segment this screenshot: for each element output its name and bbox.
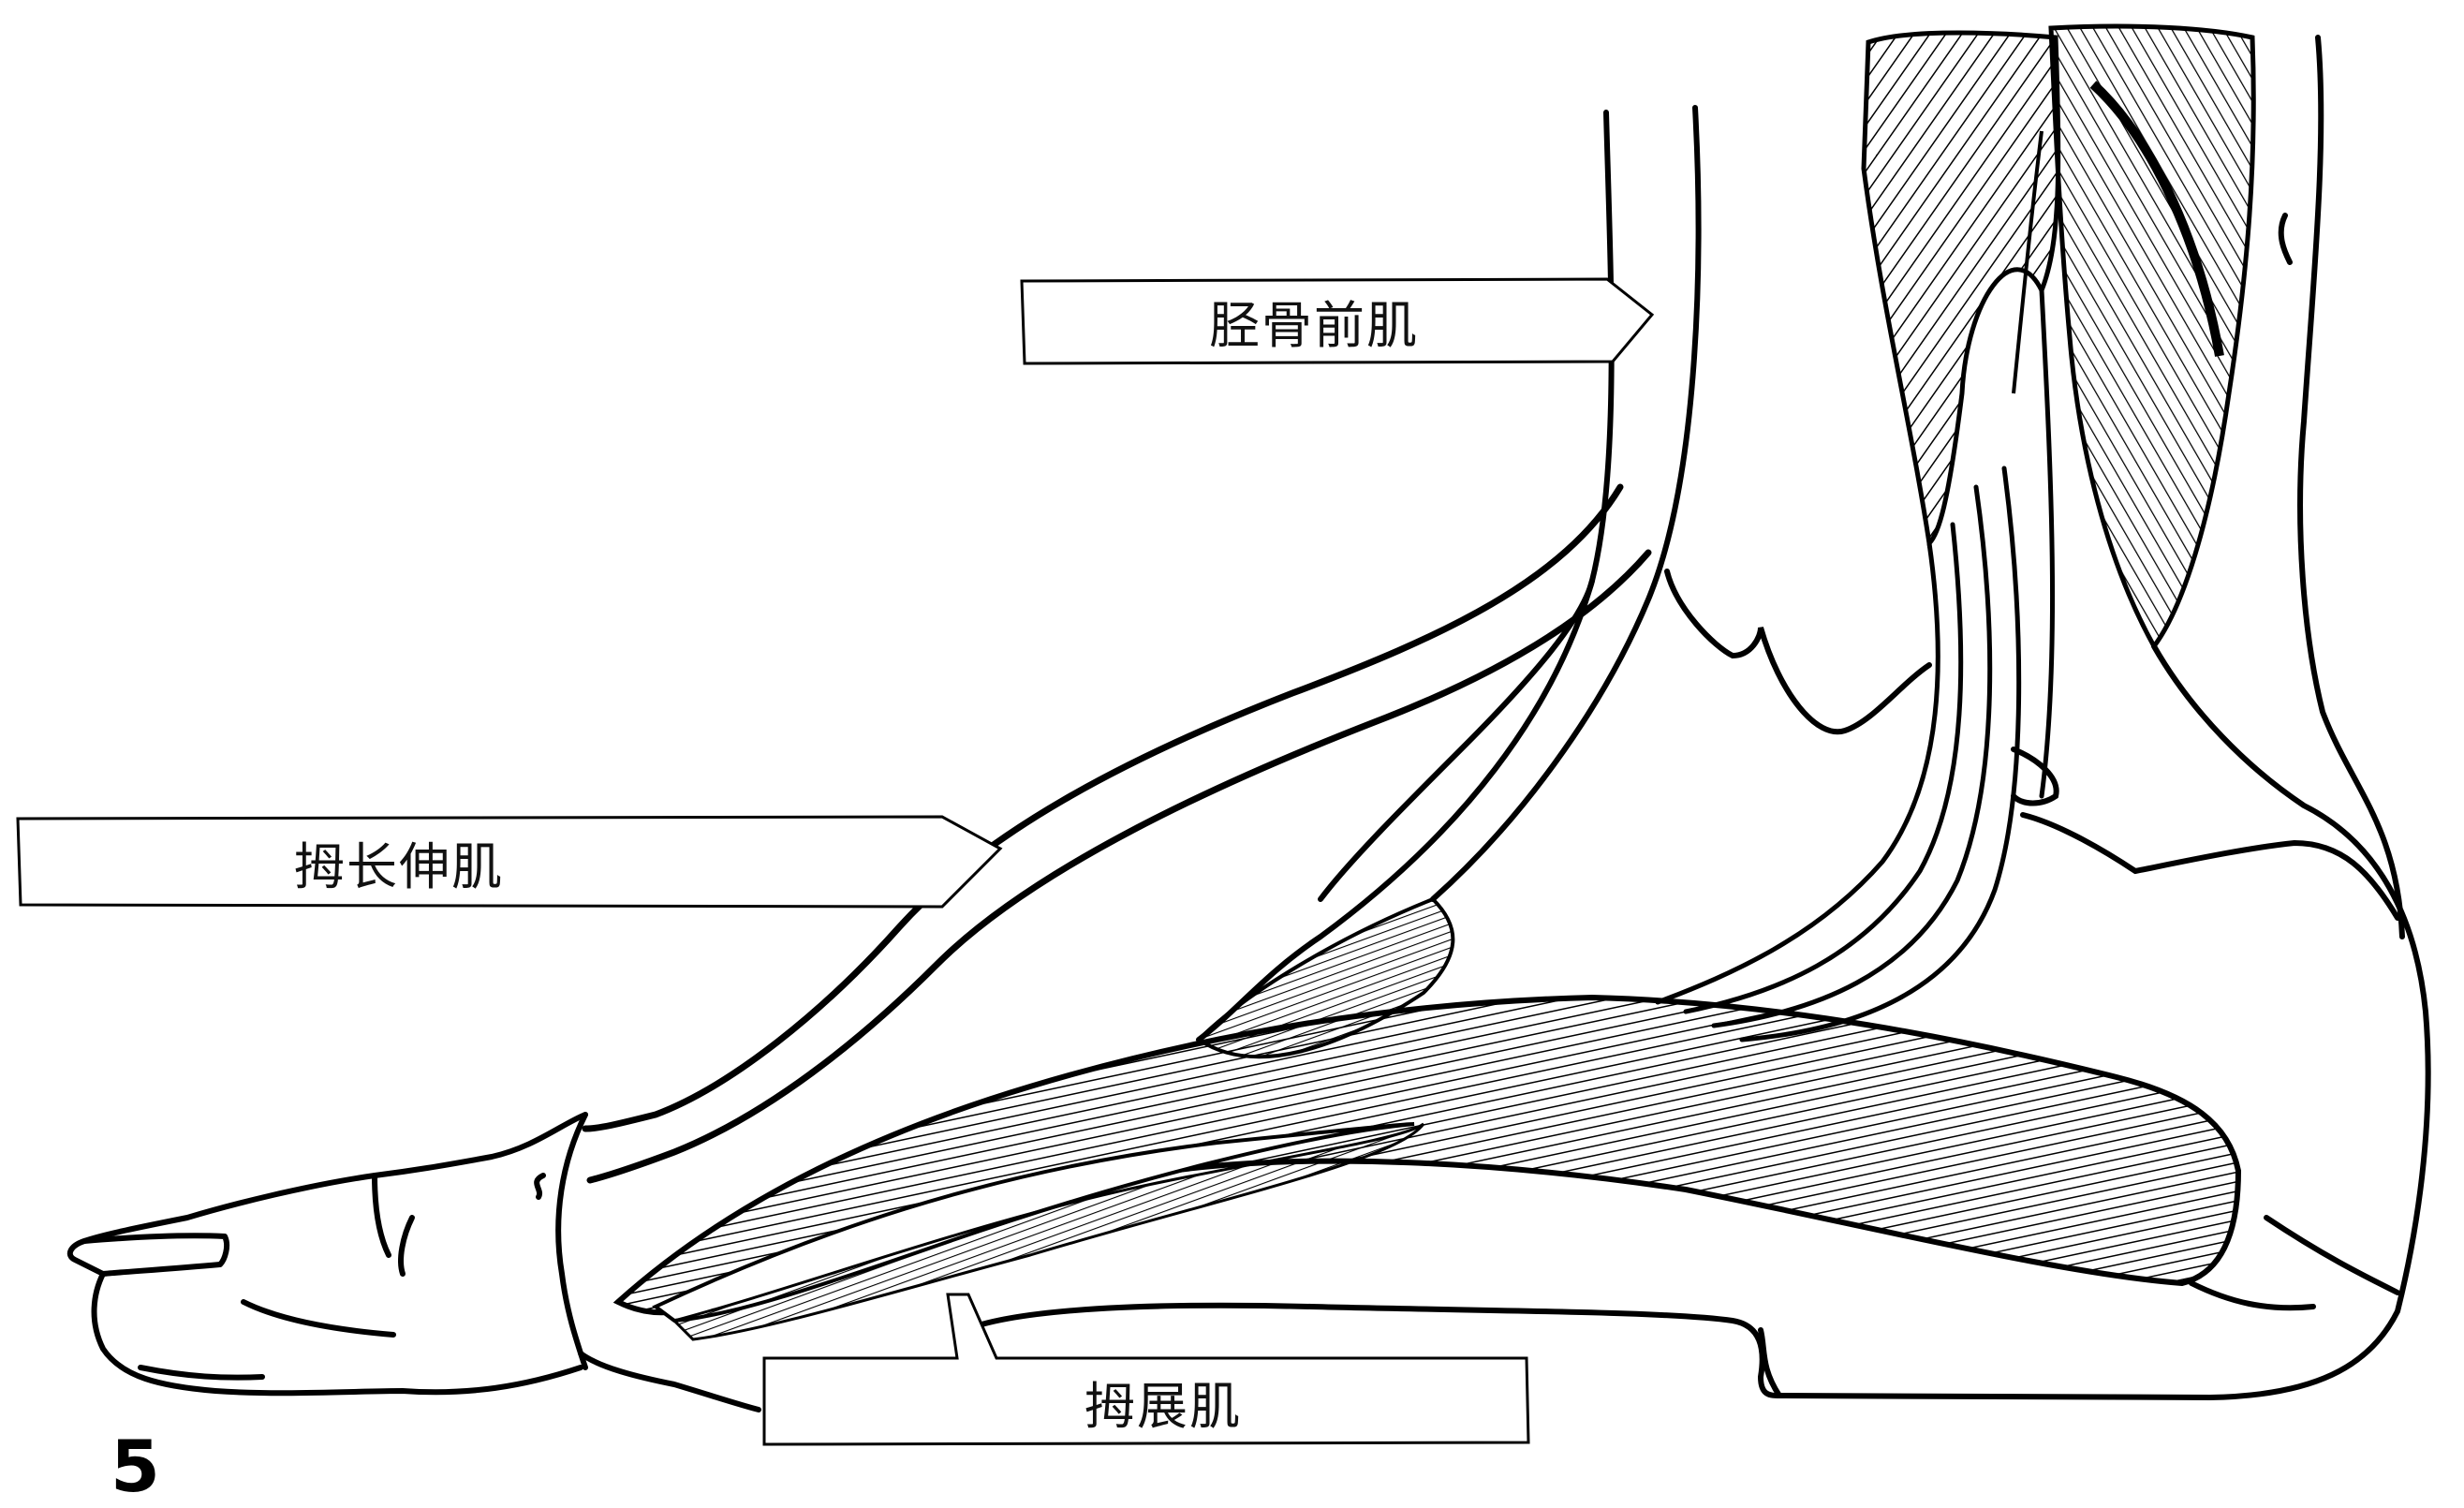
callout-extensor-hallucis-longus: 拇长伸肌 (15, 813, 1004, 910)
callout-abductor-hallucis: 拇展肌 (760, 1291, 1532, 1446)
figure-number: 5 (111, 1431, 160, 1502)
label-abductor-hallucis: 拇展肌 (948, 1362, 1379, 1441)
big-toe-outline (70, 1115, 585, 1393)
ankle-bone-outline (1667, 571, 1929, 732)
tibialis-anterior-tendon (1199, 108, 1698, 1040)
callout-tibialis-anterior: 胫骨前肌 (1019, 275, 1656, 365)
calf-muscles (1864, 26, 2253, 646)
label-extensor-hallucis-longus: 拇长伸肌 (34, 819, 764, 905)
label-tibialis-anterior: 胫骨前肌 (1038, 281, 1590, 360)
abductor-hallucis-muscle (618, 998, 2238, 1339)
flexor-tendons (1658, 290, 2053, 1040)
